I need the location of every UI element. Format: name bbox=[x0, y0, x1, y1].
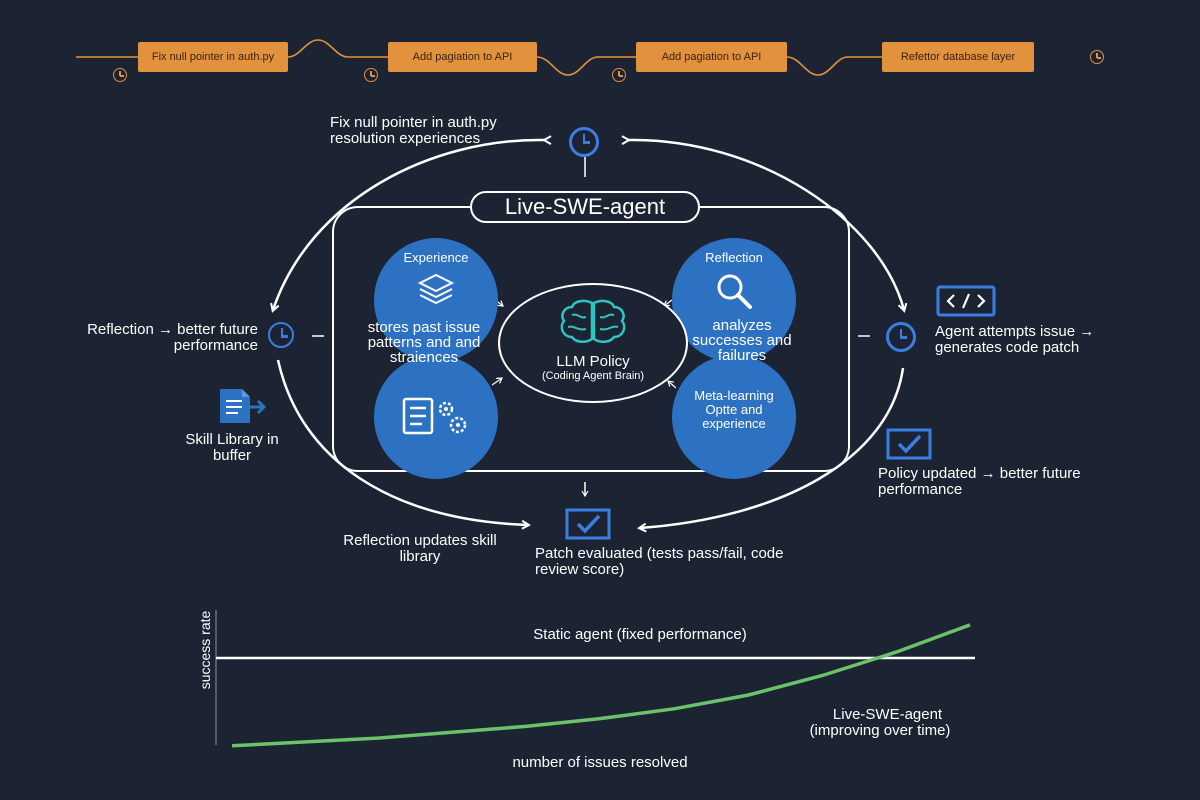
llm-policy-core: LLM Policy (Coding Agent Brain) bbox=[498, 283, 688, 403]
core-label: LLM Policy bbox=[556, 353, 630, 370]
experience-node: Experience bbox=[374, 238, 498, 362]
policy-updated-label: Policy updated → better future performan… bbox=[878, 465, 1081, 498]
skill-library-node bbox=[374, 355, 498, 479]
skill-library-label: Skill Library in buffer bbox=[185, 431, 279, 464]
note-reflection: analyzes successes and failures bbox=[692, 317, 792, 364]
document-gears-icon bbox=[402, 397, 467, 435]
cycle-arc-bottom-left bbox=[276, 359, 528, 525]
pipeline-clock-icon-4 bbox=[1090, 50, 1104, 64]
core-sublabel: (Coding Agent Brain) bbox=[541, 370, 645, 382]
pipeline-task-2: Add pagiation to API bbox=[388, 42, 537, 72]
code-icon bbox=[936, 285, 996, 317]
chart-ylabel: success rate bbox=[197, 610, 213, 690]
skill-library-icon bbox=[220, 389, 267, 423]
brain-icon bbox=[560, 299, 626, 343]
note-experience: stores past issue patterns and and strai… bbox=[367, 319, 481, 366]
cycle-label-right: Agent attempts issue → generates code pa… bbox=[935, 323, 1095, 356]
experience-label: Experience bbox=[403, 250, 469, 265]
chart-live-label: Live-SWE-agent bbox=[832, 706, 943, 723]
chart bbox=[215, 610, 975, 748]
chart-static-label: Static agent (fixed performance) bbox=[533, 626, 747, 643]
magnifier-icon bbox=[717, 274, 752, 309]
pipeline-clock-icon-2 bbox=[364, 68, 378, 82]
policy-check-icon bbox=[886, 428, 932, 460]
meta-learning-node: Meta-learning Optte and experience bbox=[672, 355, 796, 479]
left-clock-icon bbox=[268, 322, 294, 348]
patch-check-icon bbox=[565, 508, 611, 540]
layers-icon bbox=[417, 273, 455, 305]
reflection-node: Reflection bbox=[672, 238, 796, 362]
reflection-label: Reflection bbox=[705, 250, 763, 265]
top-clock-icon bbox=[569, 127, 599, 157]
cycle-arc-top-right bbox=[628, 140, 904, 310]
pipeline-task-1: Fix null pointer in auth.py bbox=[138, 42, 288, 72]
cycle-label-top: Fix null pointer in auth.py resolution e… bbox=[330, 114, 497, 147]
reflection-updates-label: Reflection updates skill library bbox=[343, 532, 497, 565]
chart-live-curve bbox=[231, 623, 971, 748]
diagram-title: Live-SWE-agent bbox=[470, 191, 700, 223]
pipeline-clock-icon-3 bbox=[612, 68, 626, 82]
right-clock-icon bbox=[886, 322, 916, 352]
cycle-arc-top-left bbox=[273, 140, 545, 310]
chart-xlabel: number of issues resolved bbox=[512, 754, 688, 771]
patch-evaluated-label: Patch evaluated (tests pass/fail, code r… bbox=[535, 545, 784, 578]
cycle-label-left: Reflection → better future performance bbox=[87, 321, 258, 354]
arrow-skill-to-brain bbox=[491, 377, 503, 386]
cycle-arc-bottom-right bbox=[640, 367, 905, 528]
pipeline-line bbox=[76, 39, 882, 76]
pipeline-task-3: Add pagiation to API bbox=[636, 42, 787, 72]
arrow-meta-to-brain bbox=[667, 380, 677, 389]
meta-learning-label: Meta-learning Optte and experience bbox=[694, 388, 774, 431]
chart-live-annotation: (improving over time) bbox=[809, 722, 951, 739]
pipeline-task-4: Refettor database layer bbox=[882, 42, 1034, 72]
pipeline-clock-icon-1 bbox=[113, 68, 127, 82]
